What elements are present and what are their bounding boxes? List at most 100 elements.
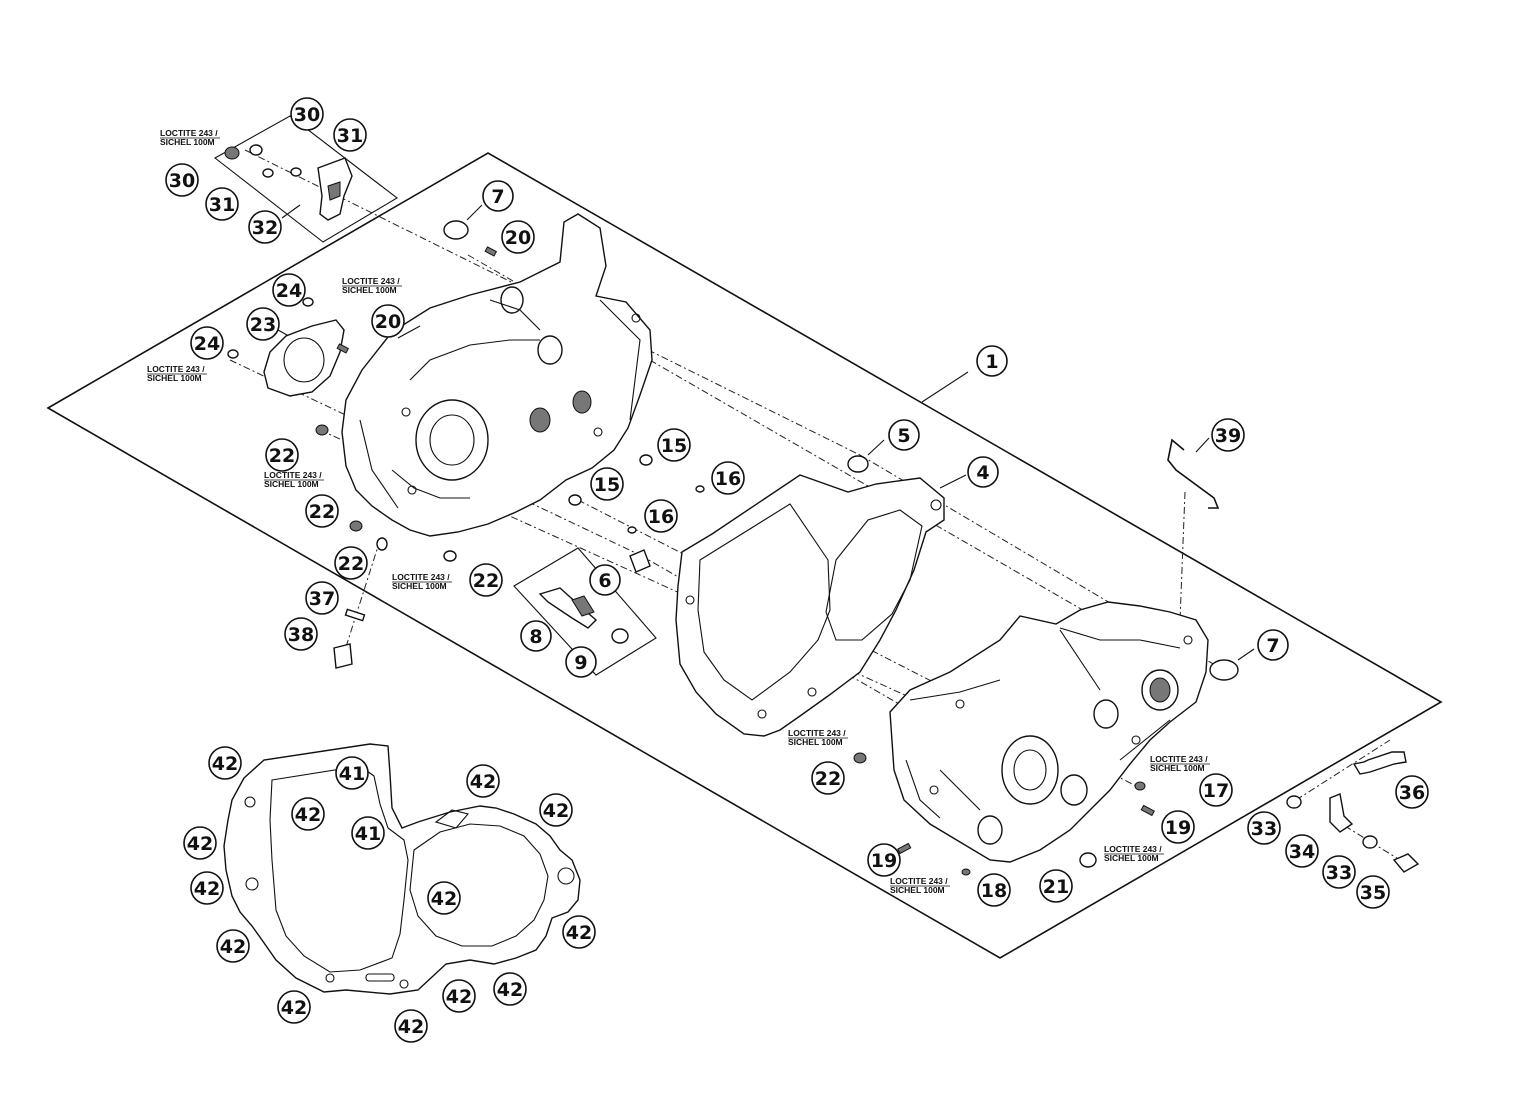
callout-6: 6: [589, 564, 621, 596]
gasket-notch: [434, 809, 469, 829]
callout-number: 42: [281, 997, 307, 1019]
leader-1: [921, 371, 969, 403]
gasket-hole: [245, 877, 259, 891]
callout-number: 33: [1251, 818, 1277, 840]
callout-24: 24: [272, 273, 306, 307]
callout-number: 20: [505, 227, 531, 249]
callout-number: 42: [220, 936, 246, 958]
callout-circle: [501, 220, 535, 254]
callout-circle: [539, 793, 573, 827]
case-bolt-hole: [631, 313, 641, 323]
callout-circle: [590, 467, 624, 501]
callout-number: 16: [648, 506, 674, 528]
right-bearing-d: [977, 815, 1003, 845]
callout-number: 15: [661, 435, 687, 457]
callout-circle: [967, 456, 999, 488]
callout-42: 42: [427, 881, 461, 915]
callout-number: 42: [543, 800, 569, 822]
callout-1: 1: [976, 345, 1008, 377]
callout-42: 42: [208, 746, 242, 780]
main-gasket: [675, 455, 945, 737]
callout-circle: [305, 581, 339, 615]
leader-4: [939, 474, 967, 489]
plug-22-right: [853, 752, 867, 764]
callout-circle: [333, 118, 367, 152]
callout-number: 5: [897, 425, 910, 447]
callout-circle: [888, 419, 920, 451]
assembly-frames: [46, 115, 1443, 959]
callout-circle: [190, 871, 224, 905]
callout-circle: [976, 345, 1008, 377]
case-bolt-hole: [929, 785, 939, 795]
callout-15: 15: [657, 428, 691, 462]
callout-circle: [208, 746, 242, 780]
callout-circle: [520, 620, 552, 652]
callout-circle: [1356, 875, 1390, 909]
axis-line: [1331, 817, 1401, 861]
left-case-flange: [359, 299, 641, 509]
callout-number: 41: [339, 763, 365, 785]
screw-24-upper: [302, 297, 314, 307]
right-bearing-b: [1093, 699, 1119, 729]
clip-39: [1167, 438, 1220, 509]
gasket-cover-23: [263, 319, 345, 397]
callout-circle: [977, 873, 1011, 907]
callout-19: 19: [867, 843, 901, 877]
callout-circle: [442, 979, 476, 1013]
pin-18: [961, 868, 971, 876]
callout-number: 7: [491, 186, 504, 208]
crankcase-assembly-frame: [46, 152, 1443, 959]
left-case-rib: [391, 299, 541, 499]
pin-19-right: [1140, 804, 1155, 817]
gasket-42-inner: [269, 765, 409, 973]
loctite-note-line2: SICHEL 100M: [890, 885, 945, 895]
gasket-4-inner: [697, 503, 831, 701]
callout-number: 37: [309, 588, 335, 610]
loctite-note-line1: LOCTITE 243 /: [147, 364, 205, 374]
callout-20: 20: [371, 304, 405, 338]
callout-number: 38: [288, 624, 314, 646]
interlock-bracket-detail: [327, 181, 341, 201]
loctite-note: LOCTITE 243 /SICHEL 100M: [147, 364, 207, 383]
left-side-small-parts: [227, 220, 705, 669]
callout-9: 9: [565, 646, 597, 678]
callout-number: 9: [574, 652, 587, 674]
callout-circle: [1039, 869, 1073, 903]
callout-22: 22: [469, 563, 503, 597]
callout-circle: [305, 494, 339, 528]
callout-circle: [216, 929, 250, 963]
bushing-7-top: [443, 220, 469, 240]
callout-circle: [1322, 855, 1356, 889]
interlock-parts: [224, 144, 353, 221]
callout-number: 20: [375, 311, 401, 333]
callout-36: 36: [1395, 775, 1429, 809]
callout-circle: [1247, 811, 1281, 845]
callout-33: 33: [1247, 811, 1281, 845]
gasket-4-outline: [675, 474, 945, 737]
callout-32: 32: [248, 210, 282, 244]
callout-35: 35: [1356, 875, 1390, 909]
axis-line: [244, 149, 861, 456]
callout-number: 16: [715, 468, 741, 490]
gasket-hole: [930, 499, 942, 511]
screw-24-left: [227, 349, 239, 359]
plug-22-b: [349, 520, 363, 532]
callout-37: 37: [305, 581, 339, 615]
callout-number: 24: [276, 280, 302, 302]
callout-circle: [290, 97, 324, 131]
callout-5: 5: [888, 419, 920, 451]
case-bolt-hole: [955, 699, 965, 709]
shift-shaft-group-frame: [513, 547, 657, 676]
callout-number: 31: [209, 194, 235, 216]
callout-number: 22: [815, 768, 841, 790]
callout-42: 42: [277, 990, 311, 1024]
bolt-30-left: [224, 146, 240, 160]
left-bearing-b: [572, 390, 592, 414]
bolt-30-top: [249, 144, 263, 156]
washer-16-b: [627, 526, 637, 534]
callout-31: 31: [333, 118, 367, 152]
bolt-35: [1392, 853, 1420, 873]
callout-number: 17: [1203, 780, 1229, 802]
callout-number: 19: [871, 850, 897, 872]
callout-18: 18: [977, 873, 1011, 907]
